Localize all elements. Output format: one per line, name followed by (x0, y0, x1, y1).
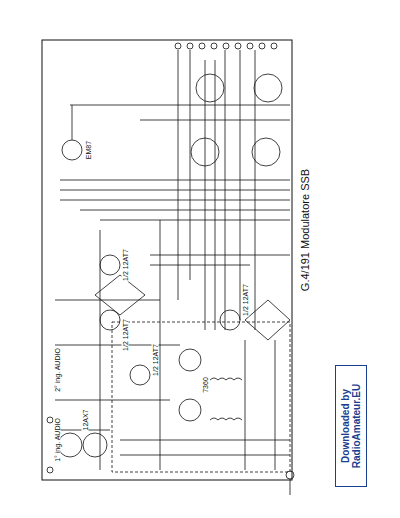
tube-label: 2° ing. AUDIO (54, 347, 61, 393)
tube-label: 12AX7 (82, 408, 89, 431)
tube-label: 1/2 12AT7 (242, 283, 249, 317)
watermark-text: Downloaded by RadioAmateur.EU (340, 371, 362, 481)
tube-label: EM87 (85, 140, 92, 160)
schematic-title: G.4/191 Modulatore SSB (299, 168, 311, 292)
tube-label: 1/2 12AT7 (122, 318, 129, 352)
watermark-box: Downloaded by RadioAmateur.EU (335, 365, 367, 487)
tube-label: 1/2 12AT7 (152, 343, 159, 377)
tube-label: 1/2 12AT7 (122, 248, 129, 282)
tube-label: 1° ing. AUDIO (54, 417, 61, 463)
tube-label: 7360 (202, 376, 209, 394)
